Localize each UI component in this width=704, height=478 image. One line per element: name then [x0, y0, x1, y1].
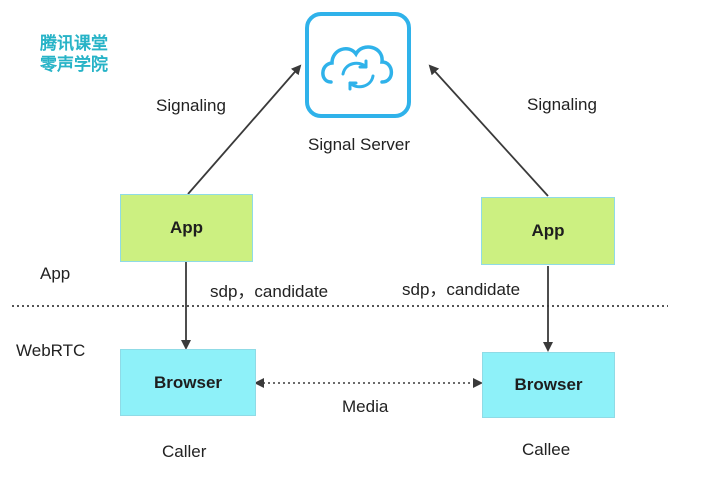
- right-app-label: App: [531, 221, 565, 240]
- right-signaling-arrow: [428, 64, 549, 197]
- signal-server-node: [305, 12, 411, 118]
- left-browser-box: Browser: [120, 349, 256, 416]
- right-browser-box: Browser: [482, 352, 615, 418]
- watermark-line-2: 零声学院: [40, 55, 108, 75]
- signal-server-label: Signal Server: [308, 135, 411, 154]
- right-browser-label: Browser: [514, 375, 583, 394]
- right-sdp-label: sdp，candidate: [402, 280, 521, 299]
- left-sdp-label: sdp，candidate: [210, 282, 329, 301]
- right-app-box: App: [481, 197, 615, 265]
- cloud-sync-icon: [321, 45, 394, 91]
- left-signaling-arrow: [187, 64, 302, 195]
- right-signaling-label: Signaling: [527, 95, 597, 114]
- media-arrowhead-left: [254, 378, 264, 388]
- webrtc-layer-label: WebRTC: [16, 341, 86, 360]
- callee-label: Callee: [522, 440, 571, 459]
- left-app-label: App: [169, 218, 204, 237]
- left-signaling-label: Signaling: [156, 96, 226, 115]
- left-browser-label: Browser: [153, 372, 223, 392]
- caller-label: Caller: [162, 442, 207, 461]
- media-label: Media: [342, 397, 389, 416]
- watermark-line-1: 腾讯课堂: [40, 34, 108, 54]
- media-arrowhead-right: [473, 378, 483, 388]
- watermark: 腾讯课堂 零声学院: [40, 34, 108, 76]
- left-app-box: App: [120, 194, 253, 262]
- app-layer-label: App: [40, 264, 71, 283]
